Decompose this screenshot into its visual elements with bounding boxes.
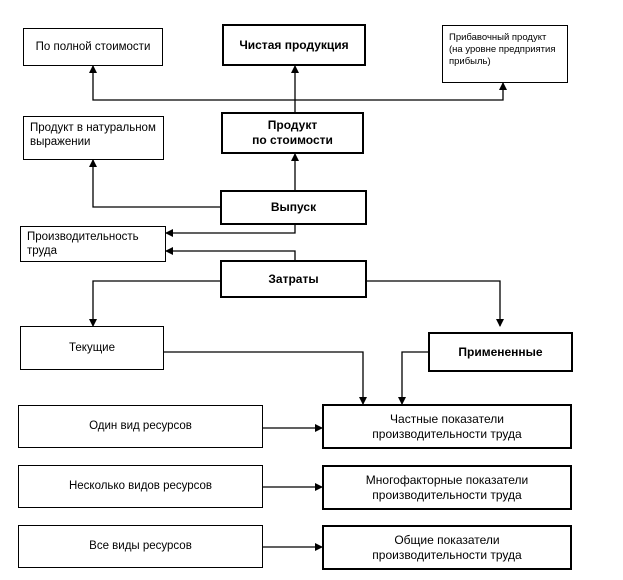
arrow-applied-to-partial — [398, 351, 428, 405]
box-general-indicators: Общие показатели производительности труд… — [322, 525, 572, 570]
box-natural-product-label: Продукт в натуральном выражении — [30, 122, 156, 149]
arrow-costs-to-productivity — [165, 247, 296, 260]
box-current: Текущие — [20, 326, 164, 370]
box-all-resources: Все виды ресурсов — [18, 525, 263, 568]
arrow-to-current — [89, 280, 220, 327]
box-partial-indicators-label: Частные показатели производительности тр… — [372, 411, 522, 441]
box-applied: Примененные — [428, 332, 573, 372]
arrow-to-applied — [367, 280, 504, 327]
arrow-current-to-partial — [164, 351, 367, 405]
box-all-resources-label: Все виды ресурсов — [89, 540, 192, 553]
box-costs-label: Затраты — [268, 271, 319, 286]
box-multifactor-indicators: Многофакторные показатели производительн… — [322, 465, 572, 510]
box-product-by-cost-label: Продукт по стоимости — [252, 118, 333, 147]
box-one-resource: Один вид ресурсов — [18, 405, 263, 448]
arrow-to-natural-product — [89, 159, 220, 208]
arrow-to-surplus — [295, 82, 507, 101]
box-net-product: Чистая продукция — [222, 24, 366, 66]
box-surplus-product-label: Прибавочный продукт (на уровне предприят… — [449, 32, 556, 67]
box-product-by-cost: Продукт по стоимости — [221, 112, 364, 154]
box-net-product-label: Чистая продукция — [239, 37, 349, 52]
box-full-cost-label: По полной стоимости — [35, 40, 151, 53]
box-current-label: Текущие — [69, 341, 115, 354]
box-natural-product: Продукт в натуральном выражении — [23, 116, 164, 160]
arrow-output-to-productivity — [165, 225, 296, 237]
box-one-resource-label: Один вид ресурсов — [89, 420, 192, 433]
box-productivity: Производительность труда — [20, 226, 166, 262]
box-multifactor-indicators-label: Многофакторные показатели производительн… — [365, 472, 529, 502]
box-costs: Затраты — [220, 260, 367, 298]
box-output-label: Выпуск — [270, 200, 317, 214]
box-output: Выпуск — [220, 190, 367, 225]
arrow-to-full-cost — [89, 65, 295, 101]
box-several-resources: Несколько видов ресурсов — [18, 465, 263, 508]
box-surplus-product: Прибавочный продукт (на уровне предприят… — [442, 25, 568, 83]
box-productivity-label: Производительность труда — [27, 230, 139, 257]
box-full-cost: По полной стоимости — [23, 28, 163, 66]
box-general-indicators-label: Общие показатели производительности труд… — [372, 532, 522, 562]
box-partial-indicators: Частные показатели производительности тр… — [322, 404, 572, 449]
box-several-resources-label: Несколько видов ресурсов — [68, 480, 213, 493]
box-applied-label: Примененные — [458, 344, 543, 359]
